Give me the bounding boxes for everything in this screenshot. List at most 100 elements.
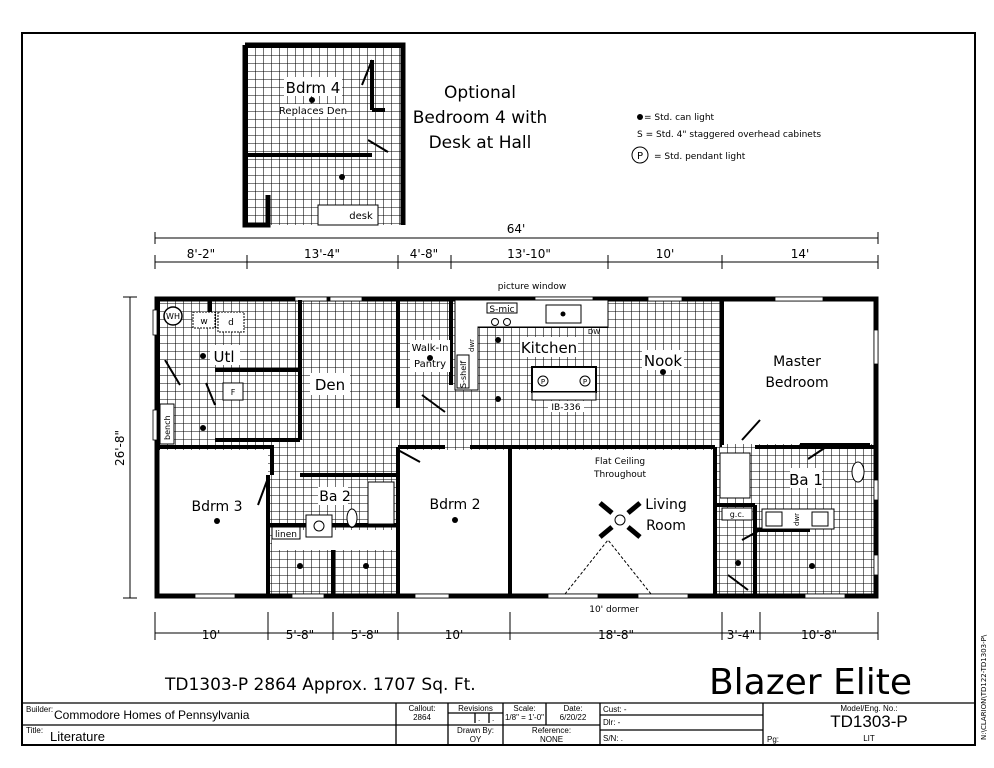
cooktop-icon [491,318,511,326]
desk-label: desk [349,211,373,222]
date-value: 6/20/22 [559,713,587,722]
bedroom-3 [158,450,268,595]
nook-label: Nook [644,352,683,370]
callout-label: Callout: [408,704,436,713]
dim-bottom: 18'-8" [598,628,634,642]
legend-can-light: = Std. can light [644,113,715,123]
bench-label: bench [163,415,172,440]
title-value: Literature [50,729,105,744]
toilet-icon [851,461,865,483]
dim-bottom: 5'-8" [351,628,379,642]
dim-depth: 26'-8" [113,430,127,466]
can-light-icon [637,114,643,120]
s-mic-label: S-mic [489,305,514,315]
flat-ceiling-label: Throughout [593,470,647,480]
dim-bottom: 10' [202,628,221,642]
builder-value: Commodore Homes of Pennsylvania [54,708,250,722]
kitchen-label: Kitchen [521,339,577,357]
callout-value: 2864 [413,713,431,722]
dim-overall: 64' [507,222,526,236]
scale-label: Scale: [513,704,536,713]
replaces-den-label: Replaces Den [279,106,347,117]
dim-top: 4'-8" [410,247,438,261]
legend-pendant: = Std. pendant light [654,152,746,162]
brand-title: Blazer Elite [709,662,912,703]
drawn-by-value: OY [469,735,482,744]
dryer-label: d [228,318,234,328]
builder-label: Builder: [26,705,54,714]
gc-label: g.c. [730,510,745,519]
linen-label: linen [275,530,297,540]
optional-title-3: Desk at Hall [429,133,532,153]
sheet-border [21,32,976,746]
dim-top: 10' [656,247,675,261]
water-heater-icon [163,306,183,326]
dim-top: 13'-4" [304,247,340,261]
legend-cabinets: S = Std. 4" staggered overhead cabinets [637,130,821,140]
island-label: IB-336 [551,403,581,413]
ba1-label: Ba 1 [789,471,823,489]
dim-top: 8'-2" [187,247,215,261]
bdrm4-label: Bdrm 4 [286,79,341,97]
dim-bottom: 5'-8" [286,628,314,642]
pantry-label: Pantry [414,359,446,370]
master-bedroom [722,300,875,444]
dim-bottom: 3'-4" [727,628,755,642]
washer-icon [192,311,216,329]
dormer-label: 10' dormer [589,605,639,615]
washer-label: w [200,317,207,327]
model-label: Model/Eng. No.: [840,704,898,713]
dim-bottom: 10'-8" [801,628,837,642]
utl-label: Utl [213,348,234,366]
optional-title-1: Optional [444,83,516,103]
bdrm2-label: Bdrm 2 [430,497,481,513]
dryer-icon [217,311,245,333]
pendant-p: P [541,378,545,386]
side-file-path: N:\CLARION\TD122-TD1303-P\ [980,634,988,740]
dim-bottom: 10' [445,628,464,642]
ceiling-fan-icon [598,501,642,539]
ba2-label: Ba 2 [319,489,351,505]
master-label: Bedroom [765,375,828,391]
flat-ceiling-label: Flat Ceiling [595,457,645,467]
living-label: Room [646,518,686,534]
living-room [510,450,715,595]
pantry-label: Walk-In [412,343,449,354]
revision-2: . [492,714,495,723]
vanity-sink-icon [305,514,333,538]
den-label: Den [315,376,345,394]
pg-value: LIT [863,734,875,743]
dimension-lines [123,232,879,640]
bathtub-icon [367,481,395,525]
dw-label: DW [588,328,600,336]
furnace-icon [222,382,244,401]
dim-top: 13'-10" [507,247,551,261]
dlr-field: Dlr: - [603,718,621,727]
model-value: TD1303-P [830,712,908,731]
main-floor-plan: WH w d F bench Utl Den Walk-In Pantry pi… [152,282,879,615]
optional-bedroom-plan: Bdrm 4 Replaces Den desk [242,42,406,228]
living-label: Living [645,497,687,513]
pendant-symbol: P [637,151,643,162]
pendant-p: P [583,378,587,386]
title-label: Title: [26,726,44,735]
toilet-icon [346,508,358,528]
bench [159,403,175,445]
reference-value: NONE [539,735,564,744]
scale-value: 1/8" = 1'-0" [504,713,544,722]
master-label: Master [773,354,821,370]
cust-field: Cust: - [603,705,627,714]
revision-1: . [478,714,481,723]
wh-label: WH [166,312,180,321]
dim-top: 14' [791,247,810,261]
model-line: TD1303-P 2864 Approx. 1707 Sq. Ft. [164,675,476,695]
sn-field: S/N: . [603,734,624,743]
pendant-light-icon [631,146,649,164]
s-shelf-label: S-shelf [459,361,468,388]
bdrm3-label: Bdrm 3 [192,499,243,515]
revisions-label: Revisions [458,704,493,713]
drawn-by-label: Drawn By: [457,726,494,735]
dwr-label: dwr [468,339,476,352]
